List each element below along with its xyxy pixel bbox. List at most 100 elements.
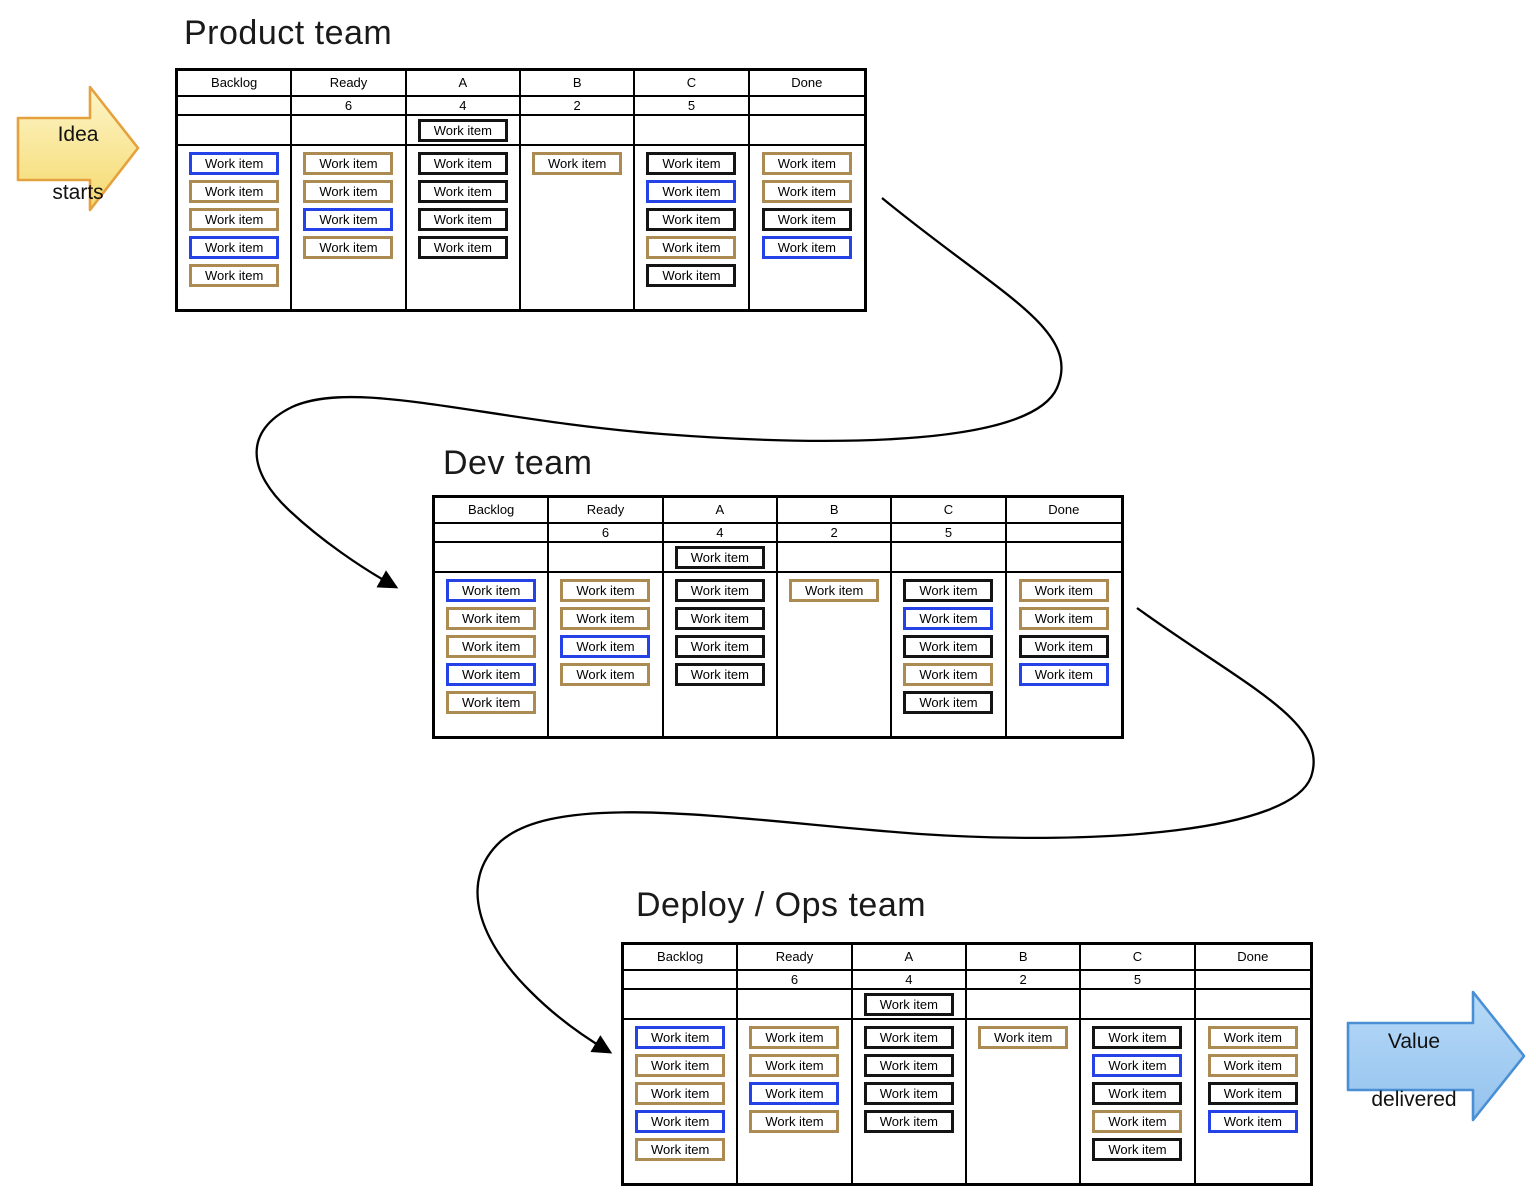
work-item: Work item (189, 236, 280, 259)
work-item: Work item (446, 691, 537, 714)
wip-limit: 2 (778, 524, 893, 543)
work-item: Work item (189, 152, 280, 175)
work-item: Work item (446, 607, 537, 630)
curved-arrow-dev-to-deploy (476, 607, 1315, 1054)
staging-cell: Work item (663, 543, 778, 573)
staging-cell (1006, 543, 1121, 573)
work-item: Work item (189, 180, 280, 203)
board-title-product: Product team (184, 14, 393, 52)
staging-cell (549, 543, 664, 573)
column-header: Backlog (435, 498, 550, 524)
staging-cell (738, 990, 853, 1020)
column-header: A (406, 71, 521, 97)
work-item: Work item (635, 1054, 726, 1077)
staging-cell (292, 116, 407, 146)
column-header: A (852, 945, 967, 971)
wip-limit (1006, 524, 1121, 543)
staging-cell (1195, 990, 1310, 1020)
work-item: Work item (417, 152, 508, 175)
staging-cell (1081, 990, 1196, 1020)
work-item: Work item (978, 1026, 1069, 1049)
work-item: Work item (1018, 579, 1109, 602)
wip-limit (435, 524, 550, 543)
wip-limit: 2 (521, 97, 636, 116)
work-item: Work item (761, 180, 852, 203)
work-item: Work item (446, 579, 537, 602)
work-item: Work item (189, 264, 280, 287)
column-header: C (1081, 945, 1196, 971)
column-header: Backlog (624, 945, 739, 971)
work-item: Work item (749, 1026, 840, 1049)
work-item: Work item (1092, 1082, 1183, 1105)
work-item: Work item (560, 607, 651, 630)
column-items-cell: Work item (521, 146, 636, 309)
work-item: Work item (903, 663, 994, 686)
work-item: Work item (646, 180, 737, 203)
column-header: B (778, 498, 893, 524)
work-item: Work item (1018, 635, 1109, 658)
staging-row: Work item (435, 543, 1121, 573)
work-item: Work item (1092, 1138, 1183, 1161)
column-header: Backlog (178, 71, 293, 97)
work-item: Work item (863, 1082, 954, 1105)
staging-cell (521, 116, 636, 146)
work-item: Work item (560, 663, 651, 686)
column-header: C (892, 498, 1007, 524)
staging-cell (778, 543, 893, 573)
wip-limit (749, 97, 864, 116)
staging-cell (749, 116, 864, 146)
work-item: Work item (749, 1082, 840, 1105)
work-item: Work item (674, 635, 765, 658)
work-item: Work item (749, 1110, 840, 1133)
wip-limit (1195, 971, 1310, 990)
work-item: Work item (903, 607, 994, 630)
wip-limit: 5 (892, 524, 1007, 543)
column-header: Ready (549, 498, 664, 524)
work-item: Work item (532, 152, 623, 175)
staging-cell (435, 543, 550, 573)
wip-limit: 5 (635, 97, 750, 116)
staging-row: Work item (624, 990, 1310, 1020)
column-items-cell: Work item (778, 573, 893, 736)
work-item: Work item (189, 208, 280, 231)
column-header: Ready (738, 945, 853, 971)
wip-limit: 6 (738, 971, 853, 990)
wip-limit: 6 (292, 97, 407, 116)
work-item: Work item (863, 1026, 954, 1049)
wip-limit (624, 971, 739, 990)
wip-limit: 5 (1081, 971, 1196, 990)
work-item: Work item (560, 579, 651, 602)
work-item: Work item (1092, 1110, 1183, 1133)
work-item: Work item (446, 663, 537, 686)
work-item: Work item (863, 1110, 954, 1133)
wip-limit: 2 (967, 971, 1082, 990)
work-item: Work item (303, 180, 394, 203)
staging-row: Work item (178, 116, 864, 146)
column-header: Done (1195, 945, 1310, 971)
work-item: Work item (417, 119, 508, 142)
staging-cell: Work item (852, 990, 967, 1020)
work-item: Work item (635, 1138, 726, 1161)
wip-limit (178, 97, 293, 116)
work-item: Work item (417, 180, 508, 203)
work-item: Work item (635, 1110, 726, 1133)
staging-cell (892, 543, 1007, 573)
column-header: A (663, 498, 778, 524)
work-item: Work item (1018, 607, 1109, 630)
